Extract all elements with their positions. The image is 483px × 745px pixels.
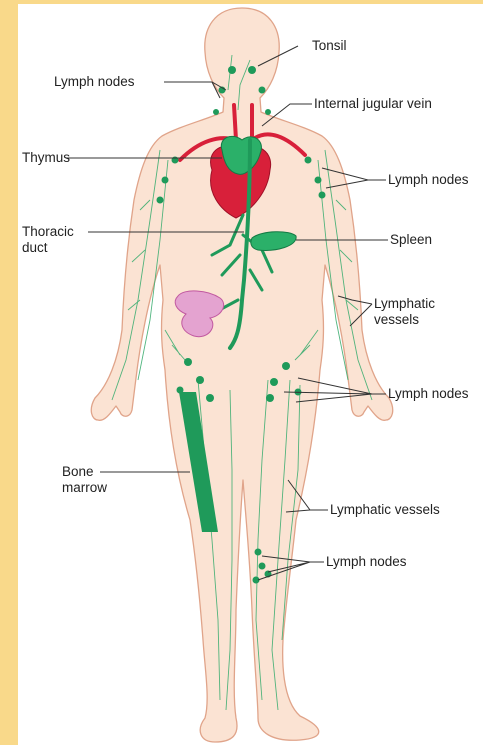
label-lymph-nodes-knee: Lymph nodes (326, 554, 407, 570)
body-silhouette (91, 8, 392, 742)
label-lymphatic-vessels-arm: Lymphatic vessels (374, 296, 435, 328)
label-bone-marrow: Bone marrow (62, 464, 107, 496)
label-lymphatic-vessels-leg: Lymphatic vessels (330, 502, 440, 518)
label-tonsil: Tonsil (312, 38, 347, 54)
label-lymph-nodes-axilla: Lymph nodes (388, 172, 469, 188)
label-lymph-nodes-groin: Lymph nodes (388, 386, 469, 402)
label-thymus: Thymus (22, 150, 70, 166)
label-lymph-nodes-neck: Lymph nodes (54, 74, 135, 90)
label-thoracic-duct: Thoracic duct (22, 224, 74, 256)
label-internal-jugular-vein: Internal jugular vein (314, 96, 432, 112)
label-spleen: Spleen (390, 232, 432, 248)
